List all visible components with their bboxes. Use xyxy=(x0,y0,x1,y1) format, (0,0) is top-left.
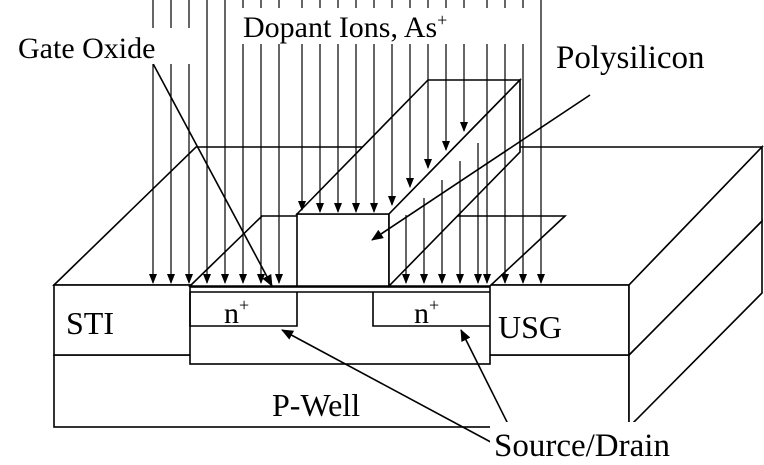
n-plus-left-region xyxy=(189,292,298,327)
n-plus-right-label: n+ xyxy=(414,295,439,330)
substrate-block xyxy=(53,219,763,429)
polysilicon-leader xyxy=(371,94,591,241)
gate-oxide-leader xyxy=(149,57,273,287)
dopant-label-bg xyxy=(236,8,528,44)
n-plus-left-label: n+ xyxy=(224,295,249,330)
source-drain-leader-right xyxy=(460,329,517,441)
gate-oxide-label: Gate Oxide xyxy=(18,32,155,65)
polysilicon-label-bg xyxy=(552,36,748,76)
source-drain-label: Source/Drain xyxy=(494,428,670,464)
n-plus-right-region xyxy=(372,292,490,327)
source-drain-label-bg xyxy=(490,422,754,462)
leader-lines xyxy=(149,57,591,448)
dopant-ions-label: Dopant Ions, As+ xyxy=(243,10,447,44)
source-drain-regions xyxy=(189,292,490,327)
labels: Dopant Ions, As+ Gate Oxide Polysilicon … xyxy=(14,8,754,464)
p-well-label: P-Well xyxy=(272,387,360,423)
polysilicon-front-face xyxy=(296,213,390,287)
gate-oxide-label-bg xyxy=(14,28,206,64)
surface-right-face xyxy=(628,145,763,357)
source-drain-leader-left xyxy=(281,329,501,448)
usg-label: USG xyxy=(498,309,562,345)
sti-label: STI xyxy=(66,305,114,341)
p-well-front-face xyxy=(53,354,630,428)
polysilicon-label: Polysilicon xyxy=(556,40,705,76)
